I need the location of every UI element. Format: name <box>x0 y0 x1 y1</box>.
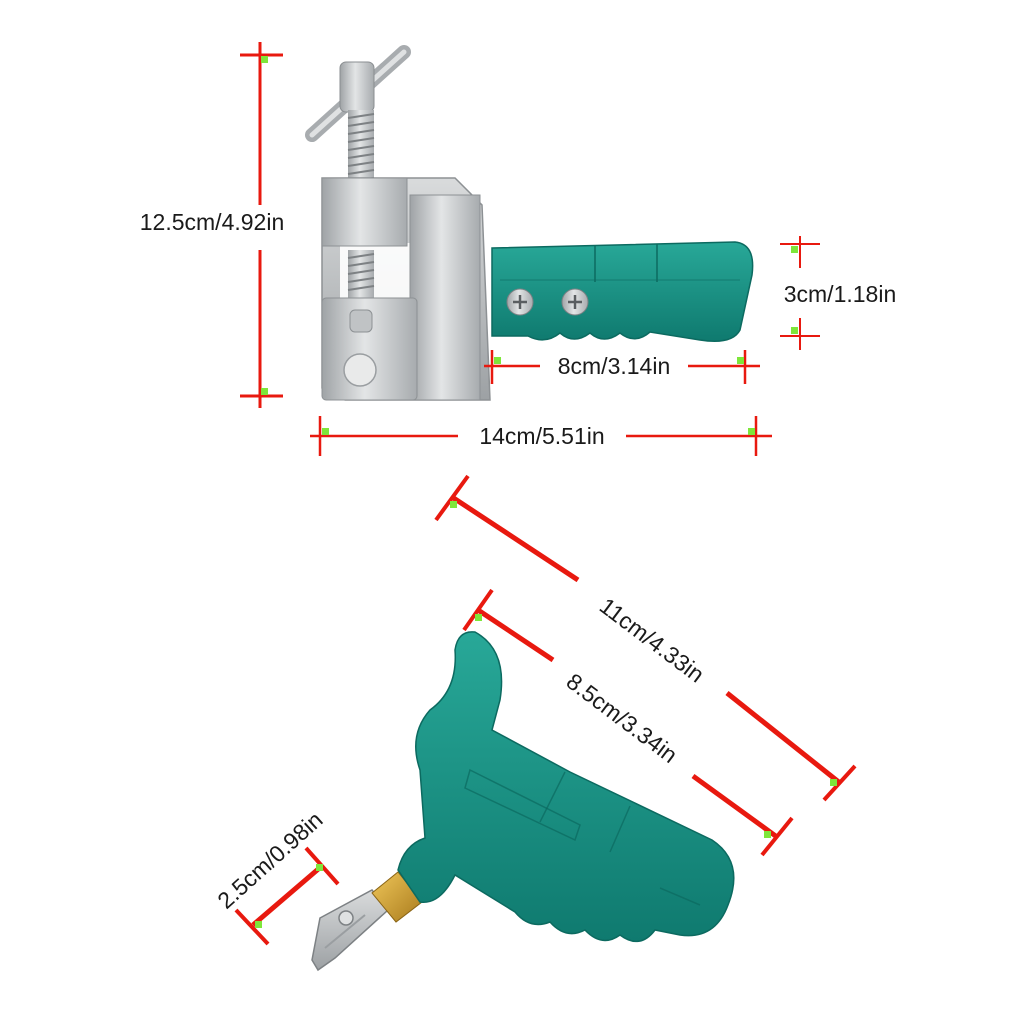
glass-cutter-illustration <box>311 631 735 972</box>
handle-length-label: 8cm/3.14in <box>558 353 671 379</box>
dimension-end-markers <box>255 56 837 928</box>
clamp-height-label: 12.5cm/4.92in <box>140 209 284 235</box>
cutter-head-length-label: 2.5cm/0.98in <box>212 806 327 913</box>
handle-diameter-label: 3cm/1.18in <box>784 281 897 307</box>
clamp-total-length-label: 14cm/5.51in <box>479 423 604 449</box>
clamp-tool-illustration <box>305 45 754 401</box>
cutter-total-length-label: 11cm/4.33in <box>595 592 709 687</box>
cutter-handle-length-label: 8.5cm/3.34in <box>562 668 683 768</box>
dimension-lines <box>234 42 857 946</box>
